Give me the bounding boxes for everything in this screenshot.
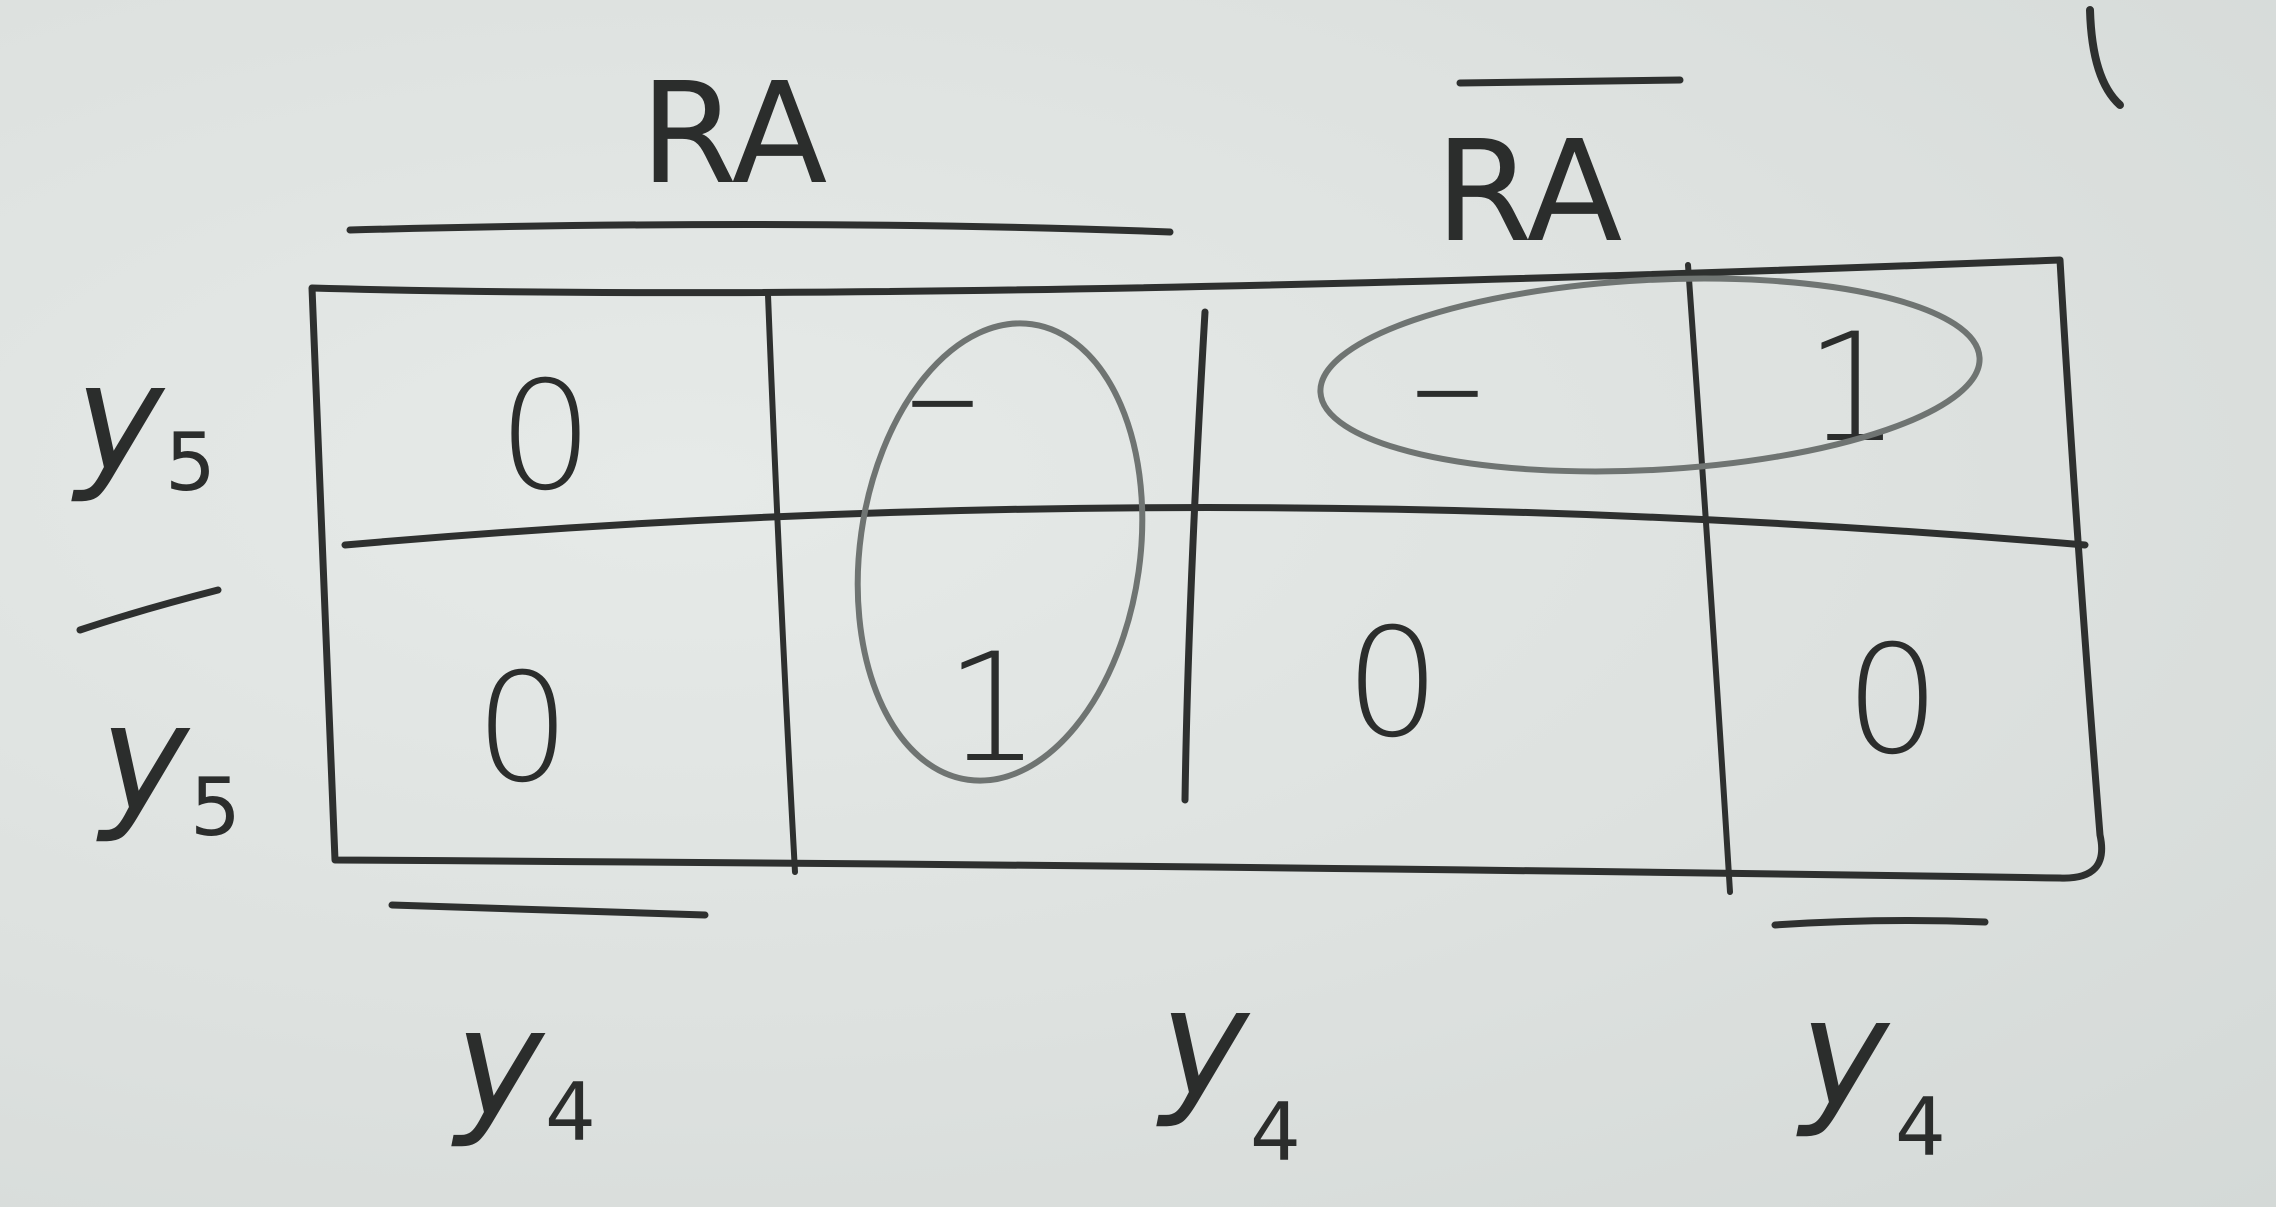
cell-r2-c3: 0 bbox=[1345, 597, 1440, 771]
grid-divider-2 bbox=[1181, 308, 1209, 804]
row-label-y5-negated-sub: 5 bbox=[190, 761, 241, 854]
row-label-y5-negated: y bbox=[96, 672, 191, 846]
cell-r1-c2: – bbox=[905, 307, 980, 481]
ra-span-line bbox=[346, 220, 1174, 236]
grid-outline bbox=[308, 256, 2106, 882]
corner-mark bbox=[2086, 6, 2124, 109]
group-oval-horizontal bbox=[1317, 275, 1983, 475]
bottom-label-2: y bbox=[1156, 957, 1251, 1131]
group-oval-vertical bbox=[854, 320, 1146, 784]
label-ra-top: RA bbox=[640, 53, 827, 216]
ra-overbar bbox=[1456, 76, 1684, 87]
bottom-label-1-sub: 4 bbox=[545, 1066, 596, 1159]
label-ra-negated: RA bbox=[1435, 111, 1622, 274]
bottom-label-3-overbar bbox=[1771, 917, 1989, 929]
cell-r2-c1: 0 bbox=[475, 642, 570, 816]
grid-divider-3 bbox=[1685, 262, 1733, 895]
bottom-label-3-sub: 4 bbox=[1895, 1081, 1946, 1174]
bottom-label-3: y bbox=[1796, 967, 1891, 1141]
grid-divider-1 bbox=[765, 292, 798, 875]
row-label-y5: y bbox=[71, 332, 166, 506]
cell-r1-c3: – bbox=[1410, 297, 1485, 471]
row-label-y5-overbar bbox=[76, 586, 222, 634]
bottom-label-1: y bbox=[451, 977, 546, 1151]
bottom-label-2-sub: 4 bbox=[1250, 1086, 1301, 1179]
bottom-label-1-overbar bbox=[388, 901, 709, 919]
cell-r1-c1: 0 bbox=[498, 350, 593, 524]
row-label-y5-sub: 5 bbox=[165, 416, 216, 509]
grid-middle-row-line bbox=[341, 504, 2089, 549]
cell-r2-c4: 0 bbox=[1845, 614, 1940, 788]
